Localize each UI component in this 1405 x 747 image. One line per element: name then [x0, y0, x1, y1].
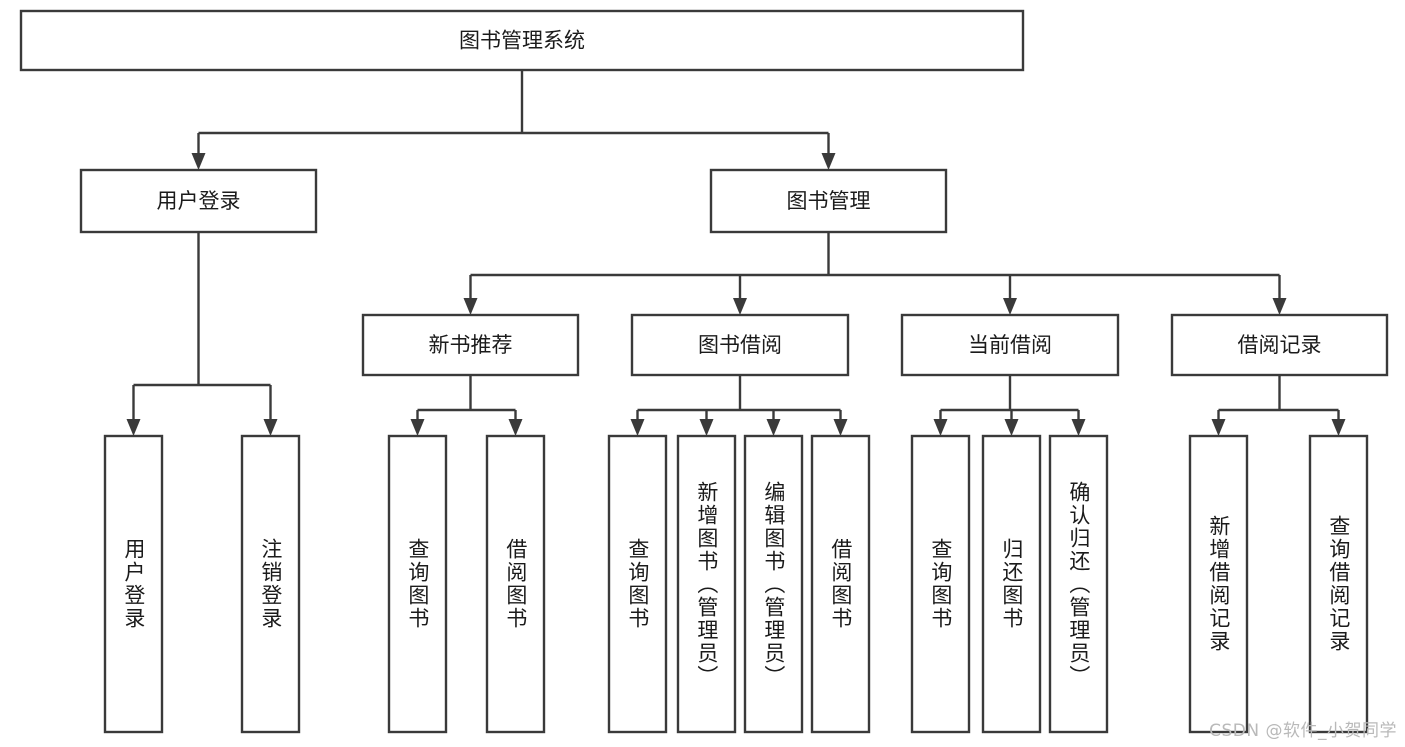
node-box-leaf-query-book-3[interactable] [910, 434, 971, 734]
node-label-current-borrow: 当前借阅 [968, 333, 1052, 357]
connectors-layer [126, 70, 1346, 436]
node-box-root[interactable] [19, 9, 1025, 72]
arrow-head-icon-level3-0 [463, 298, 478, 315]
node-box-leaf-borrow-book-2[interactable] [810, 434, 871, 734]
arrow-head-icon-newbook-1 [508, 419, 523, 436]
boxes-layer [19, 9, 1389, 734]
node-box-new-book-rec[interactable] [361, 313, 580, 377]
node-box-book-manage[interactable] [709, 168, 948, 234]
arrow-head-icon-borrowrecord-0 [1211, 419, 1226, 436]
node-box-leaf-query-record[interactable] [1308, 434, 1369, 734]
csdn-watermark: CSDN @软件_小贺同学 [1209, 721, 1397, 741]
arrow-head-icon-bookborrow-1 [699, 419, 714, 436]
node-box-borrow-record[interactable] [1170, 313, 1389, 377]
arrow-head-icon-level3-2 [1003, 298, 1017, 315]
node-box-book-borrow[interactable] [630, 313, 850, 377]
arrow-head-icon-bookborrow-3 [833, 419, 848, 436]
node-label-user-login: 用户登录 [157, 189, 241, 213]
arrow-head-icon-currentborrow-0 [933, 419, 948, 436]
arrow-head-icon-currentborrow-1 [1004, 419, 1019, 436]
arrow-head-icon-level3-1 [733, 298, 747, 315]
node-label-new-book-rec: 新书推荐 [429, 333, 513, 357]
node-box-current-borrow[interactable] [900, 313, 1120, 377]
arrow-head-icon-newbook-0 [410, 419, 425, 436]
node-box-leaf-add-book[interactable] [676, 434, 737, 734]
node-box-leaf-confirm-return[interactable] [1048, 434, 1109, 734]
node-box-leaf-return-book[interactable] [981, 434, 1042, 734]
arrow-head-icon-bookborrow-2 [766, 419, 781, 436]
node-box-leaf-borrow-book-1[interactable] [485, 434, 546, 734]
node-box-leaf-query-book-1[interactable] [387, 434, 448, 734]
arrow-head-icon-borrowrecord-1 [1331, 419, 1346, 436]
node-box-leaf-query-book-2[interactable] [607, 434, 668, 734]
arrow-head-icon-bookborrow-0 [630, 419, 645, 436]
node-label-book-borrow: 图书借阅 [698, 333, 782, 357]
arrow-head-icon-level3-3 [1272, 298, 1287, 315]
node-box-user-login[interactable] [79, 168, 318, 234]
arrow-head-icon-level2-0 [191, 153, 206, 170]
node-label-book-manage: 图书管理 [787, 189, 871, 213]
node-box-leaf-user-login[interactable] [103, 434, 164, 734]
arrow-head-icon-level2-1 [821, 153, 836, 170]
arrow-head-icon-userlogin-0 [126, 419, 141, 436]
node-label-borrow-record: 借阅记录 [1238, 333, 1322, 357]
node-box-leaf-user-logout[interactable] [240, 434, 301, 734]
arrow-head-icon-userlogin-1 [263, 419, 278, 436]
arrow-head-icon-currentborrow-2 [1071, 419, 1086, 436]
node-box-leaf-edit-book[interactable] [743, 434, 804, 734]
node-box-leaf-add-record[interactable] [1188, 434, 1249, 734]
node-label-root: 图书管理系统 [459, 29, 585, 53]
